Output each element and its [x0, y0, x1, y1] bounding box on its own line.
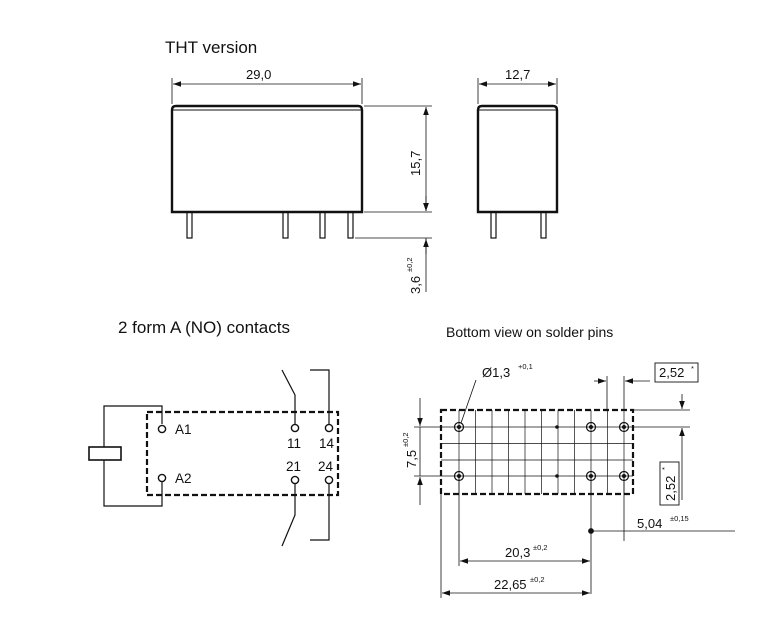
depth-label: 12,7 — [505, 67, 530, 82]
row-spacing-tolerance: ±0,2 — [401, 432, 410, 447]
grid-right-mark: * — [660, 467, 669, 470]
pitch-inner-label: 20,3 — [505, 545, 530, 560]
grid-right-box — [659, 461, 680, 506]
pitch-outer-tolerance: ±0,2 — [530, 575, 545, 584]
pitch-outer-label: 22,65 — [494, 577, 527, 592]
bottom-view — [414, 376, 735, 598]
width-label: 29,0 — [246, 67, 271, 82]
height-dimension — [355, 105, 432, 292]
hole-diameter-tolerance: +0,1 — [518, 362, 533, 371]
offset-label: 5,04 — [637, 516, 662, 531]
offset-tolerance: ±0,15 — [670, 514, 689, 523]
pin-length-tolerance: ±0,2 — [405, 257, 414, 272]
width-dimension — [171, 78, 363, 104]
tht-version-heading: THT version — [165, 38, 257, 57]
schematic — [88, 369, 340, 547]
coil-symbol — [88, 446, 122, 461]
grid-top-label: 2,52 — [659, 365, 684, 380]
depth-dimension — [477, 78, 558, 104]
pitch-inner-tolerance: ±0,2 — [533, 543, 548, 552]
front-view — [170, 104, 364, 239]
terminal-24-label: 24 — [318, 459, 334, 474]
terminal-21-label: 21 — [286, 459, 301, 474]
terminal-14-label: 14 — [319, 436, 335, 451]
contacts-heading: 2 form A (NO) contacts — [118, 318, 290, 337]
pin-length-label: 3,6 — [408, 276, 423, 294]
terminal-11-label: 11 — [287, 436, 301, 451]
bottom-view-heading: Bottom view on solder pins — [446, 324, 613, 340]
grid-right-label: 2,52 — [663, 476, 678, 501]
terminal-a2-label: A2 — [175, 471, 192, 486]
pin-grid — [441, 410, 633, 494]
hole-diameter-label: Ø1,3 — [482, 365, 510, 380]
grid-top-mark: * — [691, 364, 694, 373]
row-spacing-label: 7,5 — [404, 450, 419, 468]
height-label: 15,7 — [408, 151, 423, 176]
terminal-a1-label: A1 — [175, 422, 192, 437]
side-view — [476, 104, 559, 239]
grid-top-box — [654, 362, 699, 383]
